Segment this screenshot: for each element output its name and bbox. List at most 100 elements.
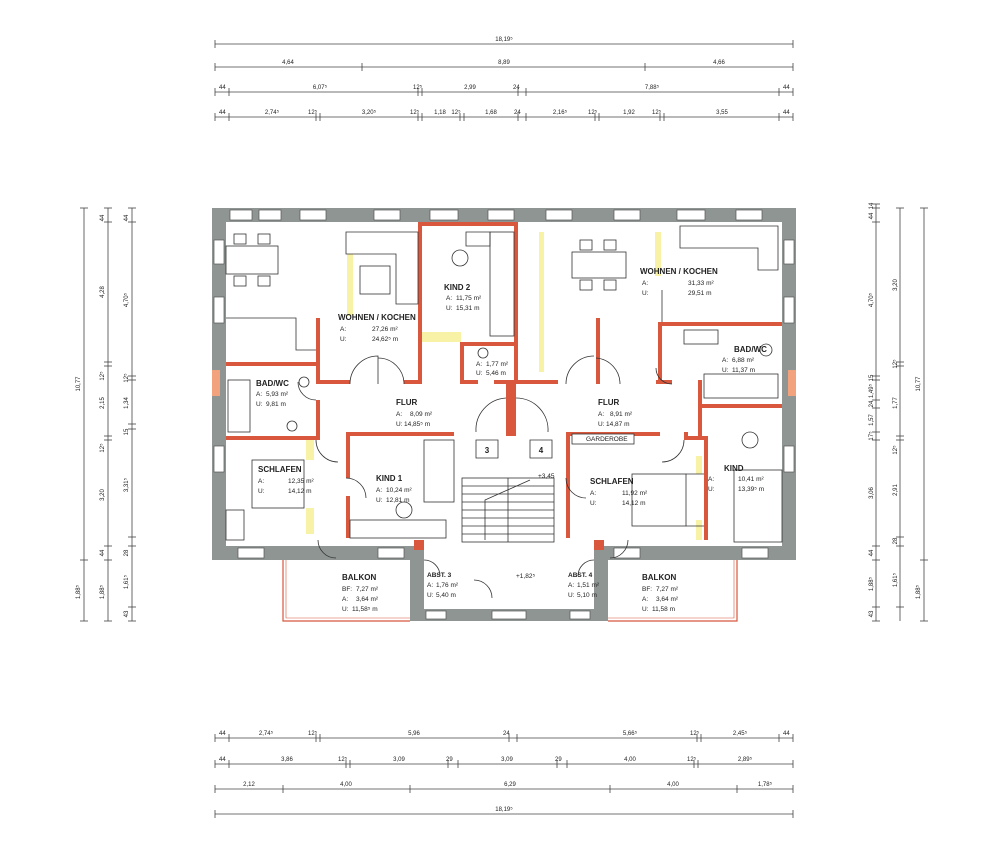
room-area: 27,26 m²	[372, 326, 398, 333]
room-area: 3,64 m²	[656, 596, 679, 603]
room-name: BAD/WC	[256, 379, 289, 388]
room-area: 8,91 m²	[610, 411, 633, 418]
svg-text:U:: U:	[446, 305, 453, 312]
svg-text:BF:: BF:	[642, 586, 652, 593]
dim-top-4-13: 12⁵	[652, 109, 662, 116]
level-lower: +1,82⁵	[516, 573, 535, 580]
dim-right-1-4: 15	[869, 374, 875, 381]
dim-right-1-1: 14	[869, 202, 875, 209]
dim-top-3-f: 7,88⁵	[645, 84, 660, 91]
room-area: 11,75 m²	[456, 295, 482, 302]
dim-right-total: 10,77	[916, 376, 922, 392]
dim-top-4-8: 1,68	[485, 110, 497, 116]
dim-bottom-1-1: 44	[219, 731, 226, 737]
room-area: 3,64 m²	[356, 596, 379, 603]
dim-bottom-1-3: 12⁵	[308, 730, 318, 737]
dim-top-4-14: 3,55	[716, 110, 728, 116]
svg-text:A:: A:	[376, 487, 382, 494]
dim-right-1-10: 44	[869, 549, 875, 556]
dim-bottom-1-5: 24	[503, 731, 510, 737]
unit-number-left: 3	[485, 446, 490, 455]
dim-right-1-12: 43	[869, 610, 875, 617]
dim-top-4-10: 2,16⁵	[553, 109, 568, 116]
svg-text:A:: A:	[642, 280, 648, 287]
dim-bottom-1-7: 12⁵	[690, 730, 700, 737]
room-label-kind-2: KIND 2 A: 11,75 m² U: 15,31 m	[444, 283, 482, 312]
level-upper: +3,45	[538, 473, 555, 480]
room-label-kind-1: KIND 1 A: 10,24 m² U: 12,81 m	[376, 474, 412, 504]
dim-left-3-6: 3,31⁵	[123, 477, 130, 492]
dim-top-4-5: 12⁵	[410, 109, 420, 116]
room-name: BALKON	[342, 573, 376, 582]
dim-top-total: 18,19⁵	[495, 36, 513, 43]
room-label-abst-4: ABST. 4 A: 1,51 m² U: 5,10 m	[568, 572, 600, 599]
dim-top-4-9: 24	[514, 110, 521, 116]
top-dimensions: 18,19⁵ 4,64 8,89 4,66 44 6,07⁵ 12⁵ 2,99 …	[214, 36, 794, 121]
room-area: 1,51 m²	[577, 582, 600, 589]
svg-text:A:: A:	[258, 478, 264, 485]
dim-left-3-2: 4,70⁵	[123, 292, 130, 307]
room-perimeter: 5,46 m	[486, 370, 506, 377]
room-name: ABST. 3	[427, 572, 452, 579]
dim-bottom-2-2: 3,86	[281, 757, 293, 763]
dim-left-3-1: 44	[124, 214, 130, 221]
room-area: 31,33 m²	[688, 280, 714, 287]
bottom-dimensions: 44 2,74⁵ 12⁵ 5,96 24 5,66⁵ 12⁵ 2,45⁵ 44 …	[214, 730, 794, 818]
room-name: BAD/WC	[734, 345, 767, 354]
room-perimeter: 12,81 m	[386, 497, 410, 504]
svg-text:A:: A:	[590, 490, 596, 497]
left-dimensions: 10,77 1,88⁵ 44 4,28 12⁵ 2,15 12⁵ 3,20 44…	[75, 207, 136, 622]
dim-bottom-1-6: 5,66⁵	[623, 730, 638, 737]
room-area: 11,92 m²	[622, 490, 648, 497]
dim-left-3-9: 43	[124, 610, 130, 617]
room-floor-area: 7,27 m²	[356, 586, 379, 593]
room-perimeter: 11,58⁵ m	[352, 606, 378, 613]
dim-bottom-3-1: 2,12	[243, 782, 255, 788]
dim-bottom-3-3: 6,29	[504, 782, 516, 788]
dim-right-1-6: 24	[869, 400, 875, 407]
dim-left-3-8: 1,61⁵	[123, 574, 130, 589]
room-label-balkon-left: BALKON BF: 7,27 m² A: 3,64 m² U: 11,58⁵ …	[342, 573, 379, 613]
dim-right-1-11: 1,88⁵	[868, 576, 875, 591]
room-name: FLUR	[396, 398, 418, 407]
dim-top-4-6: 1,18	[434, 110, 446, 116]
unit-number-right: 4	[539, 446, 544, 455]
room-area: 10,24 m²	[386, 487, 412, 494]
room-perimeter: 5,40 m	[436, 592, 456, 599]
room-name: WOHNEN / KOCHEN	[640, 267, 718, 276]
svg-text:U:: U:	[340, 336, 347, 343]
dim-left-balcony: 1,88⁵	[75, 584, 82, 599]
dim-left-total: 10,77	[76, 376, 82, 392]
dim-bottom-3-4: 4,00	[667, 782, 679, 788]
dim-bottom-1-9: 44	[783, 731, 790, 737]
dim-top-2-a: 4,64	[282, 60, 294, 66]
room-label-wohnen-kochen-left: WOHNEN / KOCHEN A: 27,26 m² U: 24,62⁵ m	[338, 313, 416, 343]
dim-right-2-7: 1,61⁵	[892, 572, 899, 587]
dim-left-2-6: 3,20	[100, 489, 106, 501]
room-perimeter: 29,51 m	[688, 290, 712, 297]
svg-text:U:: U:	[342, 606, 349, 613]
dim-bottom-total: 18,19⁵	[495, 806, 513, 813]
room-name: SCHLAFEN	[590, 477, 634, 486]
dim-bottom-2-6: 3,09	[501, 757, 513, 763]
room-area: 5,93 m²	[266, 391, 289, 398]
room-name: KIND	[724, 464, 744, 473]
room-label-small-bath: A: 1,77 m² U: 5,46 m	[476, 347, 509, 377]
room-perimeter: 5,10 m	[577, 592, 597, 599]
dim-right-2-2: 12⁵	[892, 359, 899, 369]
room-perimeter: 13,39⁵ m	[738, 486, 764, 493]
svg-text:A:: A:	[598, 411, 604, 418]
dim-right-2-6: 28	[893, 537, 899, 544]
svg-text:U:: U:	[396, 421, 403, 428]
room-name: SCHLAFEN	[258, 465, 302, 474]
room-area: 10,41 m²	[738, 476, 764, 483]
dim-top-4-4: 3,20⁵	[362, 109, 377, 116]
svg-text:U:: U:	[568, 592, 575, 599]
dim-right-2-3: 1,77	[893, 397, 899, 409]
dim-top-3-d: 2,99	[464, 85, 476, 91]
dim-left-2-7: 44	[100, 549, 106, 556]
dim-left-2-4: 2,15	[100, 397, 106, 409]
dim-right-1-9: 3,06	[869, 487, 875, 499]
dim-right-2-4: 12⁵	[892, 445, 899, 455]
